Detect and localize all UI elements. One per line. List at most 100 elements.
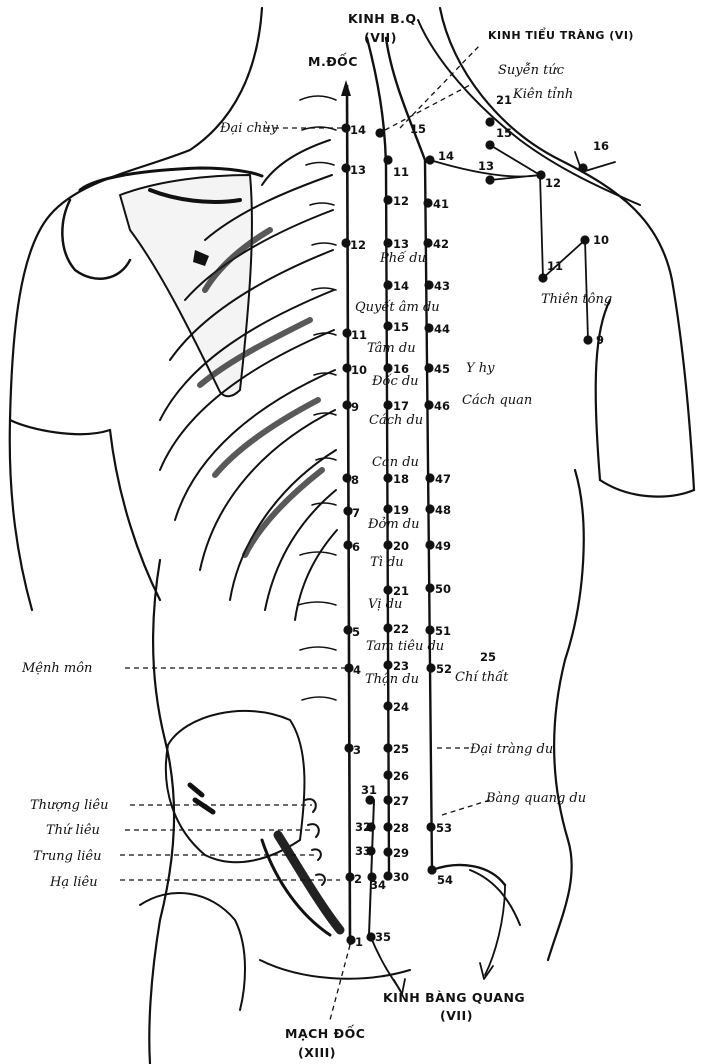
bq-inner-point-number-19: 19 [393,503,409,517]
bq-inner-point-25 [383,743,392,752]
bq-outer-point-48 [425,504,434,513]
label-thu-lieu: Thứ liêu [46,823,100,838]
bq-inner-point-11 [383,155,392,164]
label-cach-quan: Cách quan [462,393,532,408]
du-point-number-10: 10 [351,363,367,377]
bq-inner-point-14 [383,280,392,289]
sacral-point-number-33: 33 [355,844,371,858]
label-dai-trang-du: Đại tràng du [469,742,553,757]
bq-inner-point-number-13: 13 [393,237,409,251]
bq-inner-point-number-11: 11 [393,165,409,179]
label-bang-quang-du: Bàng quang du [485,791,586,806]
shoulder-point-number-15: 15 [410,122,426,136]
sacral-point-number-31: 31 [361,783,377,797]
bq-inner-point-number-15: 15 [393,320,409,334]
bq-outer-point-number-47: 47 [435,472,451,486]
bq-inner-point-27 [383,795,392,804]
label-thuong-lieu: Thượng liêu [30,798,108,813]
shoulder-point-number-9: 9 [596,333,604,347]
bq-outer-point-44 [424,323,433,332]
label-thien-tong: Thiên tông [541,292,612,307]
sacral-point-number-34: 34 [370,878,386,892]
kinh-bang-quang-title: KINH BÀNG QUANG [383,990,525,1005]
bq-inner-point-20 [383,540,392,549]
bq-inner-point-number-28: 28 [393,821,409,835]
bq-inner-point-28 [383,822,392,831]
shoulder-point-number-11: 11 [547,259,563,273]
shoulder-point-number-21: 21 [496,93,512,107]
bq-inner-point-29 [383,847,392,856]
bq-outer-point-47 [425,473,434,482]
label-chi-that-num: 25 [480,650,496,664]
shoulder-point-10 [580,235,589,244]
bq-outer-point-number-46: 46 [434,399,450,413]
bq-inner-point-23 [383,660,392,669]
bq-inner-point-number-25: 25 [393,742,409,756]
shoulder-point-9 [583,335,592,344]
label-quyet-am-du: Quyết âm du [355,299,440,315]
du-point-number-6: 6 [352,540,360,554]
label-tam-tieu-du: Tam tiêu du [366,639,444,654]
bq-outer-point-number-43: 43 [434,279,450,293]
label-kien-tinh: Kiên tỉnh [512,87,573,102]
shoulder-point-number-10: 10 [593,233,609,247]
shoulder-point-15 [375,128,384,137]
bq-outer-point-number-42: 42 [433,237,449,251]
shoulder-point-number-13: 13 [478,159,494,173]
bq-inner-point-26 [383,770,392,779]
bq-inner-point-number-17: 17 [393,399,409,413]
bq-inner-point-number-27: 27 [393,794,409,808]
du-point-number-8: 8 [351,473,359,487]
bq-outer-point-46 [424,400,433,409]
bq-outer-point-50 [425,583,434,592]
bq-outer-point-45 [424,363,433,372]
du-point-number-7: 7 [352,506,360,520]
bq-inner-point-number-22: 22 [393,622,409,636]
label-can-du: Can du [372,455,419,470]
bq-inner-point-16 [383,363,392,372]
bq-outer-point-43 [424,280,433,289]
bq-inner-point-number-29: 29 [393,846,409,860]
pelvis [140,711,520,1010]
bq-outer-point-number-44: 44 [434,322,450,336]
bq-outer-point-number-50: 50 [435,582,451,596]
kinh-bq-lower-arrow-right [485,885,505,975]
shoulder-point-11 [538,273,547,282]
label-vi-du: Vị du [368,597,402,612]
bq-inner-point-number-12: 12 [393,194,409,208]
bq-inner-point-number-14: 14 [393,279,409,293]
bq-inner-point-number-20: 20 [393,539,409,553]
bq-outer-point-number-45: 45 [434,362,450,376]
label-y-hy: Y hy [466,361,495,376]
du-point-number-13: 13 [350,163,366,177]
bq-outer-point-number-51: 51 [435,624,451,638]
bq-inner-point-17 [383,400,392,409]
kinh-bq-roman: (VII) [364,30,397,45]
kinh-bq-title: KINH B.Q [348,11,417,26]
m-doc-arrow [341,80,351,96]
bq-outer-point-number-49: 49 [435,539,451,553]
bq-outer-point-54 [427,865,436,874]
label-trung-lieu: Trung liêu [33,849,101,864]
bq-outer-point-51 [425,625,434,634]
shoulder-point-number-12: 12 [545,176,561,190]
shoulder-point-number-16: 16 [593,139,609,153]
du-point-number-12: 12 [350,238,366,252]
du-point-number-14: 14 [350,123,366,137]
bq-outer-point-53 [426,822,435,831]
label-ti-du: Tì du [370,555,404,570]
mach-doc-lower-dash [330,945,350,1020]
label-suyen-tuc: Suyễn tức [498,62,565,78]
label-cach-du: Cách du [369,413,423,428]
bq-inner-point-number-23: 23 [393,659,409,673]
label-tam-du: Tâm du [367,341,416,356]
m-doc-title: M.ĐỐC [308,52,358,69]
bq-outer-point-42 [423,238,432,247]
bq-inner-point-number-24: 24 [393,700,409,714]
bq-outer-point-number-54: 54 [437,873,453,887]
bq-outer-point-49 [425,540,434,549]
label-chi-that: Chí thất [455,669,509,685]
bq-inner-point-18 [383,473,392,482]
bq-inner-point-12 [383,195,392,204]
